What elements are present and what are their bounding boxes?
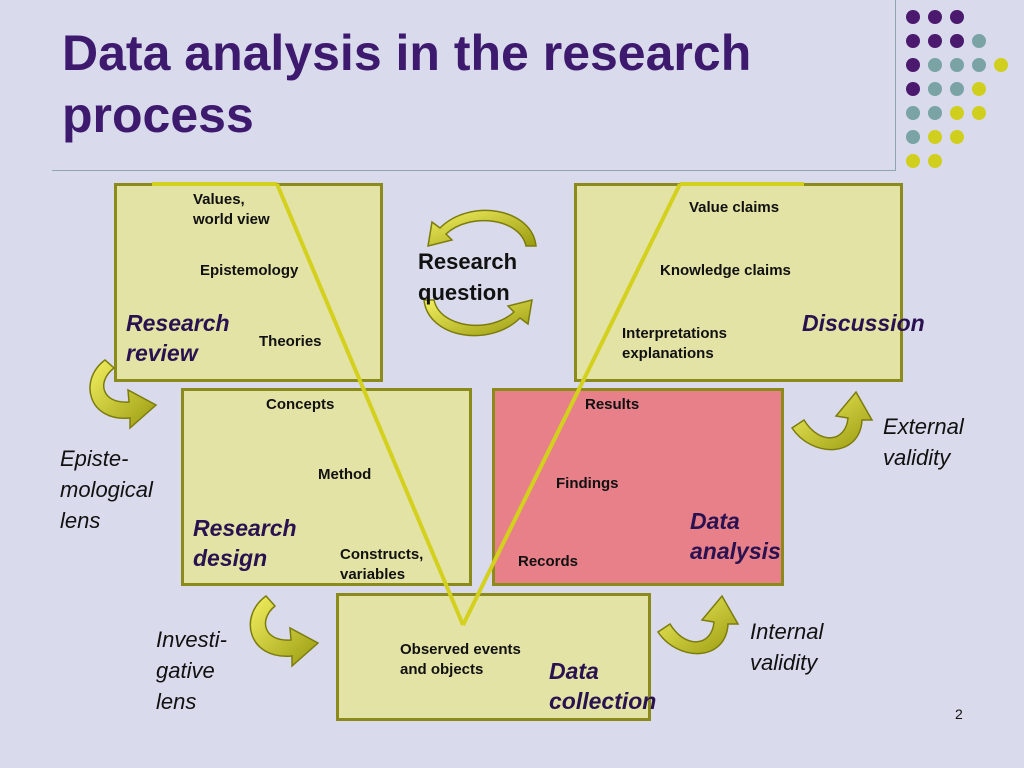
dot [972, 58, 986, 72]
item-constructs: Constructs, [340, 546, 424, 563]
item-records: Records [518, 553, 579, 570]
dot [906, 10, 920, 24]
dot [906, 154, 920, 168]
internal-validity-line1: Internal [750, 619, 824, 644]
item-interpretations: Interpretations [622, 325, 728, 342]
stage-data-analysis-line2: analysis [690, 538, 781, 564]
item-variables: variables [340, 566, 406, 583]
dot [906, 34, 920, 48]
epistemological-lens-line2: mological [60, 477, 153, 502]
stage-discussion: Discussion [802, 310, 925, 336]
dot [906, 106, 920, 120]
stage-research-review-line1: Research [126, 310, 230, 336]
slide-title: Data analysis in the research process [62, 25, 752, 143]
curved-arrow-icon [656, 594, 740, 655]
dot [972, 82, 986, 96]
stage-data-collection-line2: collection [549, 688, 657, 714]
item-method: Method [318, 466, 372, 483]
investigative-lens-line2: gative [156, 658, 215, 683]
dot [950, 130, 964, 144]
item-values: Values, [193, 191, 245, 208]
research-question-line1: Research [418, 249, 518, 274]
dot [950, 58, 964, 72]
item-observed-events: Observed events [400, 641, 521, 658]
dot [928, 82, 942, 96]
dot [928, 58, 942, 72]
dot [906, 130, 920, 144]
title-divider [52, 170, 896, 171]
title-vertical-divider [895, 0, 896, 170]
external-validity-line2: validity [883, 445, 951, 470]
dot [972, 34, 986, 48]
item-epistemology: Epistemology [200, 262, 299, 279]
page-number: 2 [955, 706, 963, 722]
item-value-claims: Value claims [689, 199, 780, 216]
dot [972, 106, 986, 120]
dot [906, 58, 920, 72]
dot [906, 82, 920, 96]
dot [950, 82, 964, 96]
external-validity-line1: External [883, 414, 964, 439]
dot [928, 130, 942, 144]
dot [928, 34, 942, 48]
dot [994, 58, 1008, 72]
internal-validity-line2: validity [750, 650, 818, 675]
investigative-lens-line3: lens [156, 689, 197, 714]
stage-data-collection-line1: Data [549, 658, 599, 684]
investigative-lens-line1: Investi- [156, 627, 227, 652]
curved-arrow-icon [249, 594, 320, 668]
curved-arrow-icon [790, 390, 874, 451]
stage-research-design-line2: design [193, 545, 268, 571]
dot [950, 34, 964, 48]
item-results: Results [585, 396, 640, 413]
epistemological-lens-line1: Episte- [60, 446, 129, 471]
research-question-line2: question [418, 280, 510, 305]
epistemological-lens-line3: lens [60, 508, 101, 533]
item-and-objects: and objects [400, 661, 484, 678]
dot [928, 154, 942, 168]
decorative-dots [906, 10, 1008, 168]
dot [950, 106, 964, 120]
item-world-view: world view [193, 211, 270, 228]
dot [928, 10, 942, 24]
stage-data-analysis-line1: Data [690, 508, 740, 534]
item-explanations: explanations [622, 345, 714, 362]
item-concepts: Concepts [266, 396, 335, 413]
stage-research-review-line2: review [126, 340, 198, 366]
stage-research-design-line1: Research [193, 515, 297, 541]
item-theories: Theories [259, 333, 322, 350]
item-knowledge-claims: Knowledge claims [660, 262, 791, 279]
dot [928, 106, 942, 120]
dot [950, 10, 964, 24]
item-findings: Findings [556, 475, 619, 492]
